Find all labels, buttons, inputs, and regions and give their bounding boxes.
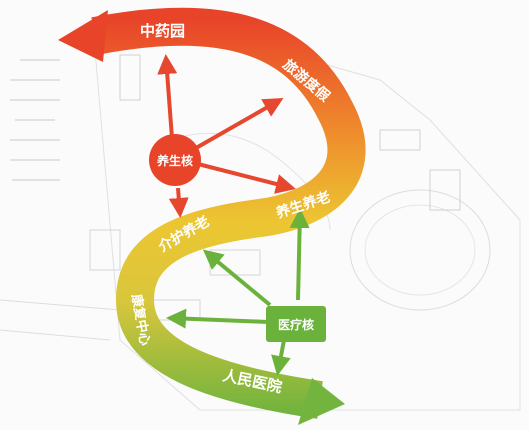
flow-end-arrowhead bbox=[298, 378, 345, 425]
label-herb-garden: 中药园 bbox=[140, 22, 185, 40]
medical-arrows bbox=[166, 208, 310, 376]
medical-core-node bbox=[266, 306, 326, 342]
flow-start-arrowhead bbox=[58, 10, 108, 62]
wellness-arrows bbox=[157, 54, 296, 218]
flow-band bbox=[91, 7, 366, 419]
wellness-core-node bbox=[149, 134, 201, 186]
wellness-core-label: 养生核 bbox=[156, 153, 193, 168]
medical-core-label: 医疗核 bbox=[278, 317, 314, 332]
